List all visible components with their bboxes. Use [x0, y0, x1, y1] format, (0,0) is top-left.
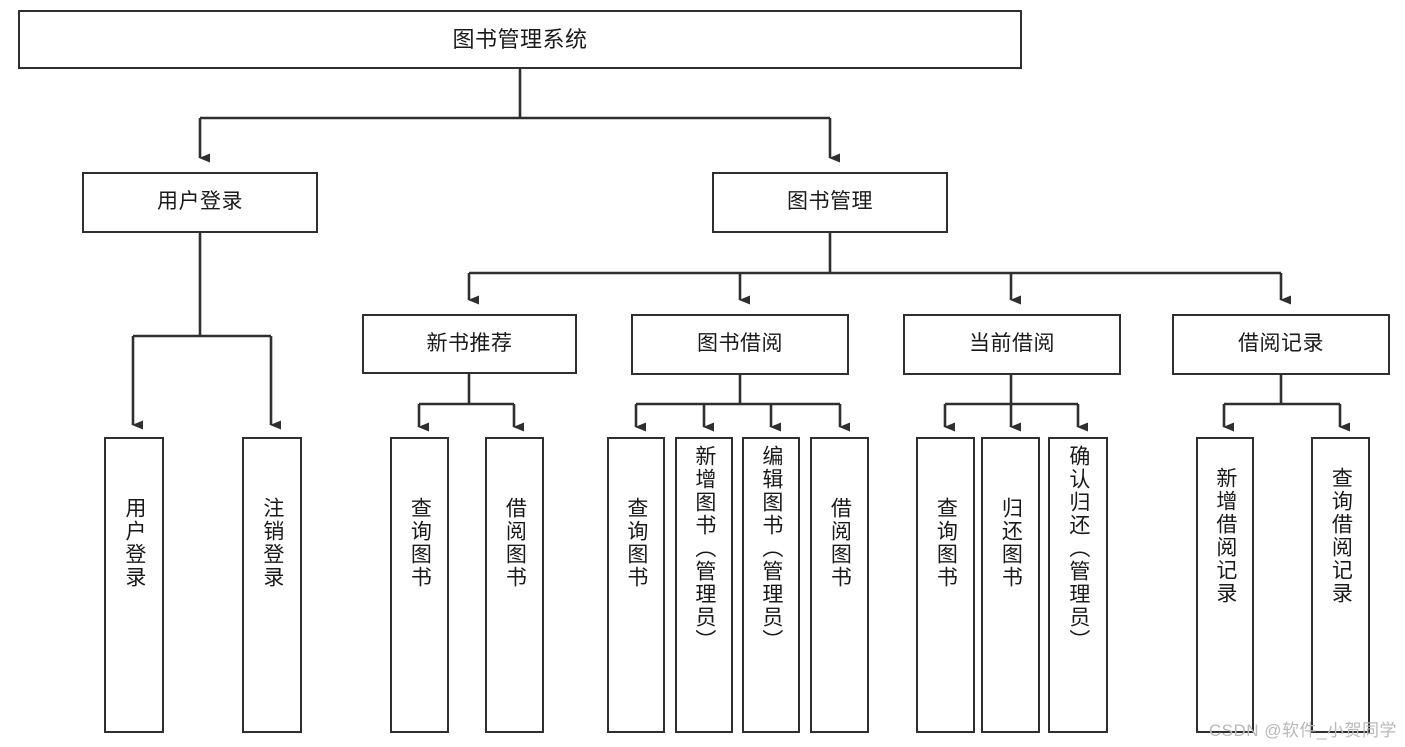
node-new-book-recommendation[interactable]: 新书推荐: [362, 314, 577, 374]
node-label: 借阅图书: [503, 497, 527, 589]
leaf-current-borrow-query-books[interactable]: 查询图书: [916, 437, 975, 733]
node-current-borrowing[interactable]: 当前借阅: [903, 314, 1121, 375]
leaf-new-book-borrow-books[interactable]: 借阅图书: [485, 437, 544, 733]
node-label: 编辑图书（管理员）: [759, 445, 783, 652]
node-borrowing-record[interactable]: 借阅记录: [1172, 314, 1390, 375]
leaf-book-borrow-edit-book-admin[interactable]: 编辑图书（管理员）: [742, 437, 800, 733]
node-label: 归还图书: [999, 497, 1023, 589]
node-book-management[interactable]: 图书管理: [712, 172, 948, 233]
node-label: 查询图书: [624, 497, 648, 589]
leaf-book-borrow-query-books[interactable]: 查询图书: [607, 437, 665, 733]
watermark-csdn: CSDN @软件_小贺同学: [1208, 721, 1397, 740]
node-label: 图书管理系统: [452, 26, 588, 52]
node-label: 图书管理: [787, 190, 873, 214]
node-root-book-management-system[interactable]: 图书管理系统: [18, 10, 1022, 69]
node-label: 新增借阅记录: [1213, 467, 1237, 605]
node-label: 查询图书: [408, 497, 432, 589]
leaf-book-borrow-add-book-admin[interactable]: 新增图书（管理员）: [675, 437, 733, 733]
leaf-user-login-logout[interactable]: 注销登录: [242, 437, 302, 733]
leaf-borrow-record-add-record[interactable]: 新增借阅记录: [1196, 437, 1254, 733]
leaf-current-borrow-return-books[interactable]: 归还图书: [981, 437, 1040, 733]
node-label: 注销登录: [260, 497, 284, 589]
node-label: 借阅记录: [1238, 332, 1324, 356]
node-label: 新书推荐: [426, 331, 513, 355]
node-label: 确认归还（管理员）: [1066, 445, 1090, 652]
node-label: 查询图书: [934, 497, 958, 589]
leaf-new-book-query-books[interactable]: 查询图书: [390, 437, 449, 733]
leaf-borrow-record-query-record[interactable]: 查询借阅记录: [1311, 437, 1370, 733]
node-label: 新增图书（管理员）: [692, 445, 716, 652]
node-label: 借阅图书: [828, 497, 852, 589]
node-label: 用户登录: [122, 497, 146, 589]
leaf-current-borrow-confirm-return-admin[interactable]: 确认归还（管理员）: [1048, 437, 1108, 733]
node-label: 当前借阅: [969, 332, 1055, 356]
node-label: 图书借阅: [697, 332, 783, 356]
node-book-borrowing[interactable]: 图书借阅: [631, 314, 849, 375]
node-user-login[interactable]: 用户登录: [82, 172, 318, 233]
leaf-user-login-login[interactable]: 用户登录: [104, 437, 164, 733]
node-label: 用户登录: [157, 190, 243, 214]
leaf-book-borrow-borrow-books[interactable]: 借阅图书: [810, 437, 869, 733]
node-label: 查询借阅记录: [1329, 467, 1353, 605]
